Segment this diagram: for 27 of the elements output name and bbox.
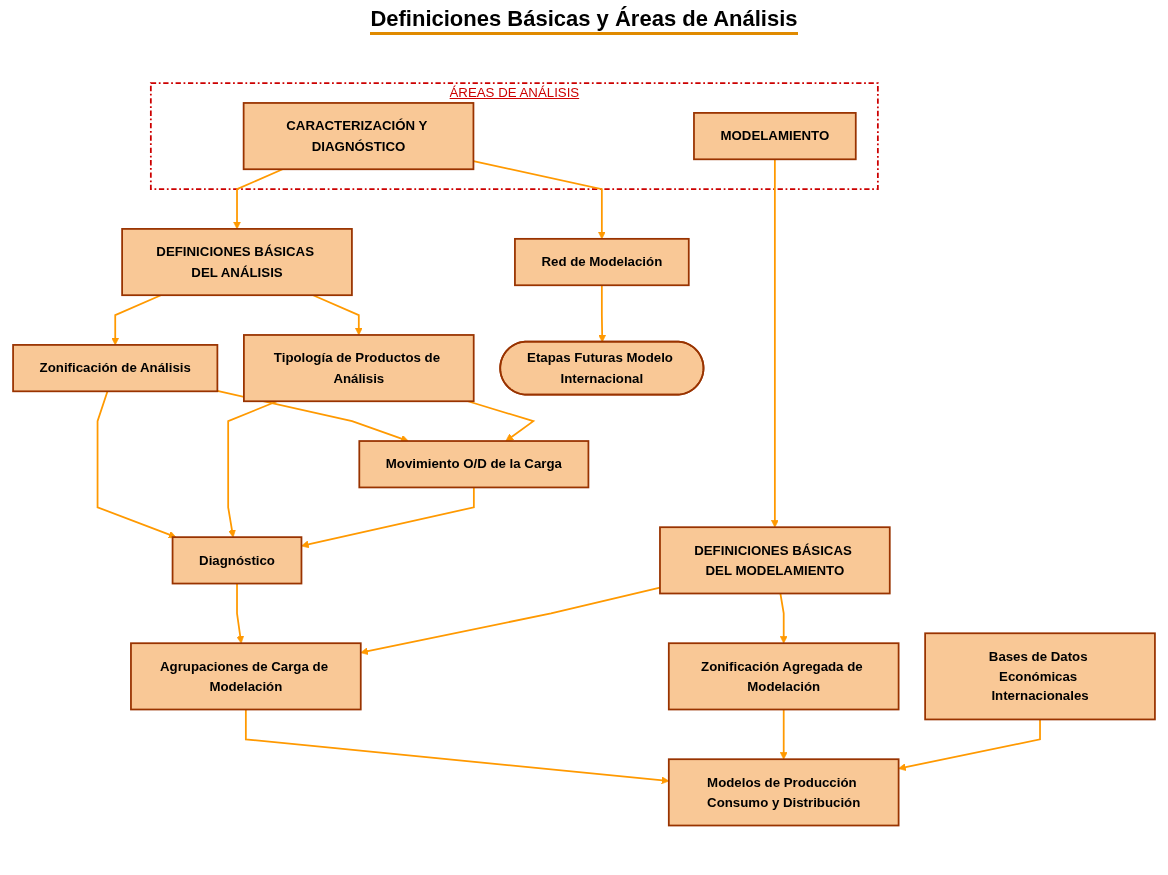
node-box: DEFINICIONES BÁSICAS DEL ANÁLISIS xyxy=(121,227,353,296)
arrow xyxy=(236,582,245,644)
node-box: Bases de Datos Económicas Internacionales xyxy=(924,632,1156,721)
arrow xyxy=(233,168,284,229)
arrow xyxy=(771,158,779,528)
arrow xyxy=(96,390,177,538)
node-box: Tipología de Productos de Análisis xyxy=(243,333,475,402)
node-box: Red de Modelación xyxy=(514,237,690,286)
arrow xyxy=(111,294,162,345)
node-box: CARACTERIZACIÓN Y DIAGNÓSTICO xyxy=(242,101,475,170)
node-box: Movimiento O/D de la Carga xyxy=(358,439,590,489)
node-box: Agrupaciones de Carga de Modelación xyxy=(130,642,362,711)
node-box: Zonificación de Análisis xyxy=(12,343,219,392)
diagram-title: Definiciones Básicas y Áreas de Análisis xyxy=(370,6,798,35)
arrow xyxy=(467,400,536,442)
arrow xyxy=(779,708,788,760)
arrow xyxy=(301,486,475,548)
arrow xyxy=(779,592,788,644)
arrow xyxy=(898,718,1041,771)
node-box: DEFINICIONES BÁSICAS DEL MODELAMIENTO xyxy=(659,526,891,595)
node-box: Zonificación Agregada de Modelación xyxy=(667,642,900,711)
node-box: Modelos de Producción Consumo y Distribución xyxy=(667,758,900,827)
arrow xyxy=(227,400,279,538)
node-box: Diagnóstico xyxy=(171,535,303,585)
node-box: MODELAMIENTO xyxy=(693,111,857,160)
arrow xyxy=(598,284,607,343)
arrow xyxy=(312,294,363,336)
